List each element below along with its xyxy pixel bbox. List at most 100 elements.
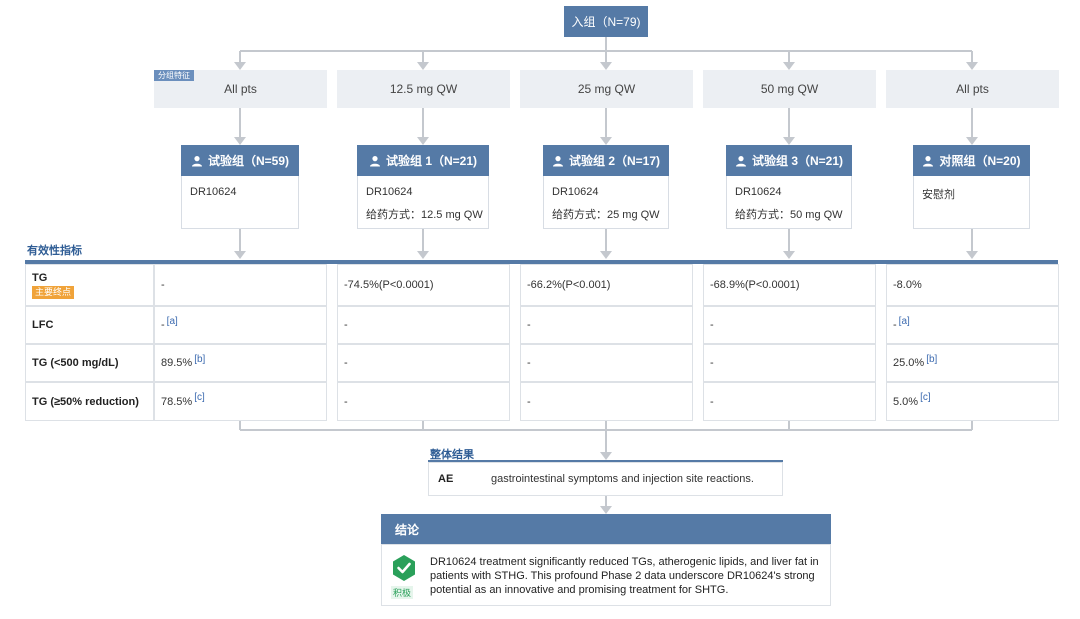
conclusion-text: DR10624 treatment significantly reduced … [430,556,819,596]
cell-value: 89.5% [161,357,193,369]
group-dosing: 给药方式：12.5 mg QW [366,209,483,221]
table-cell: 78.5%[c] [154,382,327,421]
row-label-tg: TG 主要终点 [25,264,154,306]
group-dosing: 给药方式：50 mg QW [735,209,843,221]
group-card-3[interactable]: 试验组 3（N=21) DR10624 给药方式：50 mg QW [726,145,852,229]
group-drug: DR10624 [552,186,599,198]
table-cell: - [520,344,693,382]
primary-endpoint-badge: 主要终点 [32,285,75,299]
adverse-events-box: AE gastrointestinal symptoms and injecti… [428,462,783,496]
row-label-text: TG (<500 mg/dL) [32,357,119,369]
enrollment-box: 入组（N=79) [564,6,648,37]
table-cell: 25.0%[b] [886,344,1059,382]
footnote-link[interactable]: [a] [166,315,178,327]
row-label-text: LFC [32,319,54,331]
table-cell: - [703,382,876,421]
cell-value: -66.2%(P<0.001) [527,279,611,291]
feature-tag: 分组特征 [154,70,194,81]
group-card-control[interactable]: 对照组（N=20) 安慰剂 [913,145,1030,229]
cell-value: -8.0% [893,279,922,291]
cell-value: - [893,319,897,331]
feature-box-50mg: 50 mg QW [703,70,876,108]
user-icon [923,155,934,166]
overall-results-title: 整体结果 [430,449,474,461]
cell-value: -74.5%(P<0.0001) [344,279,434,291]
user-icon [552,155,563,166]
positive-badge: 积极 [391,586,414,599]
user-icon [369,155,380,166]
cell-value: - [527,357,531,369]
cell-value: - [344,357,348,369]
check-badge-icon [393,555,415,581]
cell-value: - [161,279,165,291]
efficacy-section-title: 有效性指标 [27,245,82,257]
table-cell: -66.2%(P<0.001) [520,264,693,306]
group-title: 对照组（N=20) [939,154,1021,168]
footnote-link[interactable]: [b] [194,353,206,365]
footnote-link[interactable]: [c] [920,392,931,403]
cell-value: - [710,357,714,369]
group-card-combined[interactable]: 试验组（N=59) DR10624 [181,145,299,229]
cell-value: - [344,395,348,408]
efficacy-section-bar [25,260,1058,264]
group-drug: 安慰剂 [922,189,955,201]
group-card-2[interactable]: 试验组 2（N=17) DR10624 给药方式：25 mg QW [543,145,669,229]
footnote-link[interactable]: [a] [898,315,910,327]
group-drug: DR10624 [366,186,413,198]
group-header: 对照组（N=20) [913,145,1030,176]
feature-box-control-all-pts: All pts [886,70,1059,108]
cell-value: - [527,319,531,331]
table-cell: - [337,344,510,382]
group-title: 试验组 2（N=17) [568,154,661,168]
conclusion-body: 积极 DR10624 treatment significantly reduc… [381,544,831,606]
row-label-text: TG (≥50% reduction) [32,395,139,408]
feature-box-25mg: 25 mg QW [520,70,693,108]
overall-results-bar [428,460,783,462]
cell-value: - [710,319,714,331]
table-cell: -68.9%(P<0.0001) [703,264,876,306]
group-header: 试验组 1（N=21) [357,145,489,176]
group-drug: DR10624 [735,186,782,198]
group-header: 试验组 2（N=17) [543,145,669,176]
group-header: 试验组 3（N=21) [726,145,852,176]
row-label-tg-50-reduction: TG (≥50% reduction) [25,382,154,421]
table-cell: 5.0%[c] [886,382,1059,421]
group-header: 试验组（N=59) [181,145,299,176]
table-cell: -74.5%(P<0.0001) [337,264,510,306]
footnote-link[interactable]: [c] [194,392,205,403]
cell-value: -68.9%(P<0.0001) [710,279,800,291]
feature-box-12-5mg: 12.5 mg QW [337,70,510,108]
group-dosing: 给药方式：25 mg QW [552,209,660,221]
table-cell: -8.0% [886,264,1059,306]
cell-value: 78.5% [161,395,193,408]
cell-value: - [344,319,348,331]
group-title: 试验组 1（N=21) [385,154,478,168]
group-card-1[interactable]: 试验组 1（N=21) DR10624 给药方式：12.5 mg QW [357,145,489,229]
cell-value: - [710,395,714,408]
cell-value: - [527,395,531,408]
table-cell: - [520,382,693,421]
conclusion-header: 结论 [381,514,831,544]
table-cell: -[a] [886,306,1059,344]
row-label-text: TG [32,271,48,284]
group-title: 试验组（N=59) [207,154,290,168]
table-cell: - [337,382,510,421]
user-icon [191,155,202,166]
ae-label: AE [438,473,454,485]
footnote-link[interactable]: [b] [926,353,938,365]
row-label-tg-under-500: TG (<500 mg/dL) [25,344,154,382]
table-cell: - [337,306,510,344]
row-label-lfc: LFC [25,306,154,344]
cell-value: 5.0% [893,395,919,408]
table-cell: - [154,264,327,306]
cell-value: 25.0% [893,357,925,369]
group-title: 试验组 3（N=21) [751,154,844,168]
table-cell: -[a] [154,306,327,344]
table-cell: - [703,306,876,344]
table-cell: 89.5%[b] [154,344,327,382]
cell-value: - [161,319,165,331]
ae-text: gastrointestinal symptoms and injection … [491,473,754,485]
table-cell: - [703,344,876,382]
table-cell: - [520,306,693,344]
